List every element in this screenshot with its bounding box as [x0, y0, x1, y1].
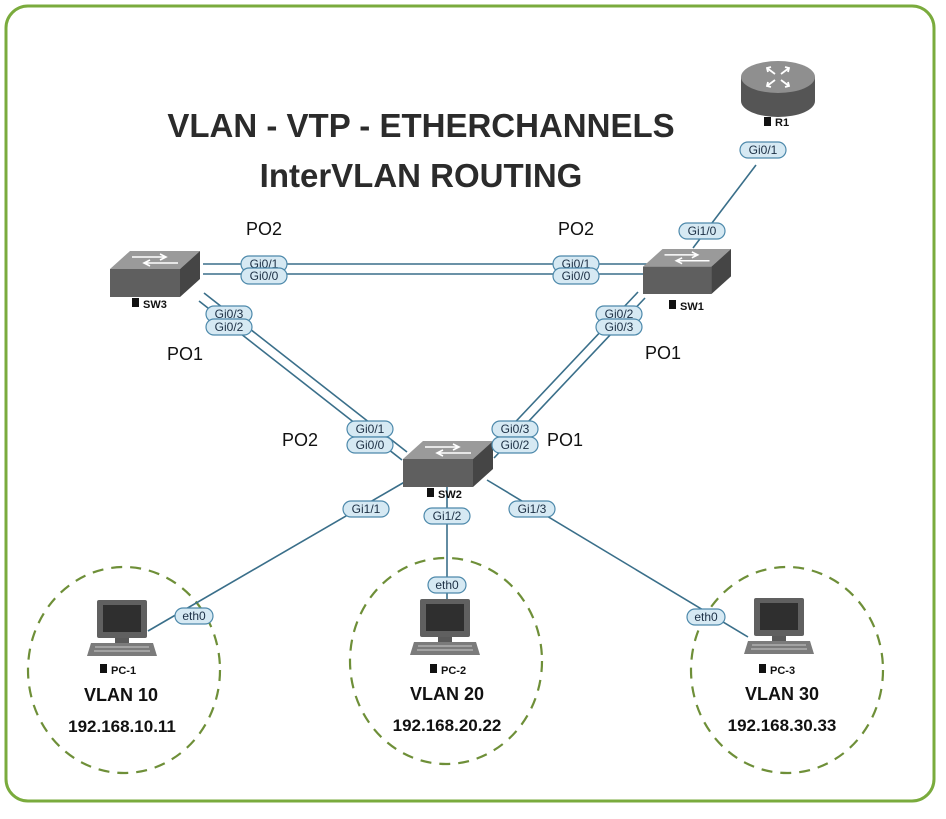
device-marker [100, 664, 107, 673]
interface-label-text: Gi1/3 [518, 502, 547, 516]
device-marker [132, 298, 139, 307]
interface-label: Gi1/2 [423, 507, 471, 525]
interface-label-text: Gi0/0 [250, 269, 279, 283]
device-label-pc2: PC-2 [441, 665, 466, 677]
interface-label: Gi0/3 [595, 318, 643, 336]
diagram-frame [4, 4, 936, 803]
device-label-sw2: SW2 [438, 489, 462, 501]
router-icon [741, 61, 815, 117]
vlan-label-pc3: VLAN 30 [745, 684, 819, 704]
device-marker [764, 117, 771, 126]
ip-address-pc2: 192.168.20.22 [393, 716, 502, 735]
interface-label-text: Gi0/3 [215, 307, 244, 321]
interface-label: Gi0/2 [491, 436, 539, 454]
vlan10-zone [26, 565, 222, 775]
vlan-label-pc2: VLAN 20 [410, 684, 484, 704]
ip-address-pc3: 192.168.30.33 [728, 716, 837, 735]
interface-label-text: Gi0/0 [356, 438, 385, 452]
interface-label-text: Gi1/0 [688, 224, 717, 238]
computer-icon [87, 600, 157, 657]
portchannel-label: PO1 [547, 430, 583, 450]
router-r1[interactable]: R1 [741, 61, 815, 129]
portchannel-label: PO1 [167, 344, 203, 364]
device-marker [427, 488, 434, 497]
interface-label: Gi0/0 [552, 267, 600, 285]
diagram-title-line2: InterVLAN ROUTING [260, 157, 583, 194]
device-marker [669, 300, 676, 309]
interface-label: Gi0/2 [595, 305, 643, 323]
switch-icon [643, 249, 731, 294]
interface-label-text: Gi0/2 [605, 307, 634, 321]
switch-sw3[interactable]: SW3 [110, 251, 200, 311]
interface-label: Gi0/1 [739, 141, 787, 159]
diagram-title-line1: VLAN - VTP - ETHERCHANNELS [167, 107, 674, 144]
interface-label: eth0 [427, 576, 467, 594]
vlan-zones [26, 556, 885, 775]
interface-label-text: eth0 [435, 578, 459, 592]
interface-label-text: Gi0/2 [501, 438, 530, 452]
links [147, 164, 757, 638]
device-marker [759, 664, 766, 673]
device-label-pc1: PC-1 [111, 665, 136, 677]
interface-label: Gi1/0 [678, 222, 726, 240]
computer-icon [410, 599, 480, 656]
interface-label: Gi0/3 [205, 305, 253, 323]
device-label-r1: R1 [775, 117, 789, 129]
interface-label: eth0 [174, 607, 214, 625]
interface-label: Gi1/1 [342, 500, 390, 518]
interface-label-text: Gi0/3 [501, 422, 530, 436]
interface-label: Gi0/3 [491, 420, 539, 438]
interface-label: Gi0/1 [346, 420, 394, 438]
interface-label-text: eth0 [182, 609, 206, 623]
interface-label-text: Gi0/0 [562, 269, 591, 283]
computer-icon [744, 598, 814, 655]
vlan-label-pc1: VLAN 10 [84, 685, 158, 705]
interface-label-text: Gi0/1 [356, 422, 385, 436]
portchannel-label: PO2 [246, 219, 282, 239]
switch-sw2[interactable]: SW2 [403, 441, 493, 501]
interface-label: eth0 [686, 608, 726, 626]
device-label-sw1: SW1 [680, 301, 704, 313]
pc-3[interactable]: PC-3 [744, 598, 814, 677]
interface-label-text: Gi0/3 [605, 320, 634, 334]
ip-address-pc1: 192.168.10.11 [68, 717, 176, 736]
device-label-sw3: SW3 [143, 299, 167, 311]
interface-label: Gi0/2 [205, 318, 253, 336]
vlan30-zone [689, 565, 885, 775]
switch-sw1[interactable]: SW1 [643, 249, 731, 313]
vlan20-zone [348, 556, 544, 766]
interface-label-text: Gi0/1 [749, 143, 778, 157]
portchannel-label: PO1 [645, 343, 681, 363]
interface-label-text: Gi1/2 [433, 509, 462, 523]
pc-1[interactable]: PC-1 [87, 600, 157, 677]
interface-label-text: Gi1/1 [352, 502, 381, 516]
interface-label-text: Gi0/2 [215, 320, 244, 334]
switch-icon [403, 441, 493, 487]
portchannel-label: PO2 [558, 219, 594, 239]
interface-label-text: eth0 [694, 610, 718, 624]
device-marker [430, 664, 437, 673]
interface-labels: Gi0/1 Gi1/0 Gi0/1 Gi0/0 Gi0/1 Gi0/0 Gi0/… [174, 141, 787, 626]
switch-icon [110, 251, 200, 297]
interface-label: Gi0/0 [346, 436, 394, 454]
interface-label: Gi0/0 [240, 267, 288, 285]
device-label-pc3: PC-3 [770, 665, 795, 677]
portchannel-label: PO2 [282, 430, 318, 450]
interface-label: Gi1/3 [508, 500, 556, 518]
pc-2[interactable]: PC-2 [410, 599, 480, 677]
